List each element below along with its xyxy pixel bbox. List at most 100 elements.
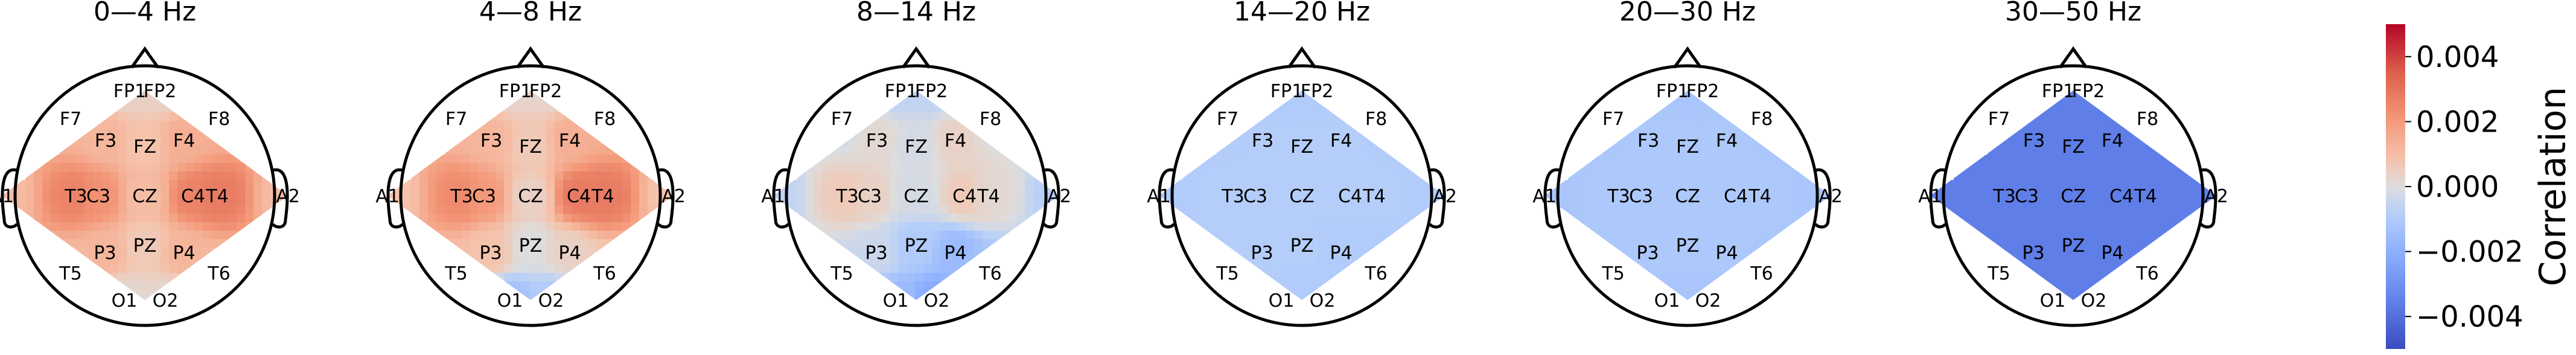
electrode-label: FP2 (1686, 81, 1719, 102)
electrode-label: CZ (1289, 186, 1315, 207)
electrode-label: F7 (1217, 109, 1239, 130)
electrode-label: T5 (1601, 263, 1624, 284)
electrode-label: PZ (1290, 235, 1314, 257)
panel-title: 20—30 Hz (1619, 0, 1756, 27)
electrode-label: T6 (593, 263, 616, 284)
electrode-label: T3 (450, 186, 473, 207)
electrode-label: FZ (2062, 136, 2085, 158)
electrode-label: P3 (94, 243, 116, 264)
electrode-label: T5 (59, 263, 81, 284)
electrode-label: O2 (153, 290, 179, 312)
electrode-label: FP2 (2072, 81, 2105, 102)
electrode-label: T4 (205, 186, 228, 207)
electrode-label: T5 (1987, 263, 2010, 284)
right-ear (1428, 168, 1446, 229)
head-outline (1556, 64, 1819, 327)
electrode-label: T5 (444, 263, 467, 284)
nose (1672, 46, 1703, 69)
electrode-label: CZ (132, 186, 158, 207)
nose (130, 46, 160, 69)
nose (515, 46, 546, 69)
electrode-label: T6 (978, 263, 1001, 284)
electrode-label: F4 (559, 130, 581, 152)
electrode-label: C4 (567, 186, 591, 207)
electrode-label: O1 (2040, 290, 2066, 312)
electrode-label: O1 (112, 290, 138, 312)
nose (901, 46, 931, 69)
electrode-label: F3 (1637, 130, 1659, 152)
electrode-label: P4 (173, 243, 195, 264)
electrode-label: F4 (2102, 130, 2123, 152)
electrode-label: FP1 (113, 81, 146, 102)
right-ear (271, 168, 289, 229)
electrode-label: C3 (2015, 186, 2039, 207)
panel-title: 8—14 Hz (856, 0, 976, 27)
electrode-label: F7 (831, 109, 853, 130)
electrode-label: T3 (64, 186, 87, 207)
electrode-label: A1 (1918, 186, 1942, 207)
electrode-label: FP2 (529, 81, 562, 102)
electrode-label: F3 (480, 130, 502, 152)
left-ear (1158, 168, 1176, 229)
left-ear (1, 168, 19, 229)
colorbar-tick-label: −0.002 (2416, 235, 2523, 269)
electrode-label: P4 (558, 243, 581, 264)
electrode-label: C3 (858, 186, 882, 207)
electrode-label: A1 (761, 186, 785, 207)
electrode-label: F8 (1751, 109, 1773, 130)
electrode-label: T4 (1362, 186, 1385, 207)
electrode-label: P4 (1715, 243, 1738, 264)
left-ear (1929, 168, 1947, 229)
head-outline (785, 64, 1048, 327)
electrode-label: FZ (1290, 136, 1313, 158)
right-ear (2199, 168, 2217, 229)
electrode-label: A2 (662, 186, 686, 207)
left-ear (1543, 168, 1561, 229)
electrode-label: T4 (591, 186, 614, 207)
electrode-label: C4 (1724, 186, 1748, 207)
electrode-label: PZ (905, 235, 928, 257)
electrode-label: O2 (2081, 290, 2107, 312)
panel-title: 0—4 Hz (94, 0, 196, 27)
electrode-label: A2 (1047, 186, 1071, 207)
electrode-label: T6 (207, 263, 230, 284)
electrode-label: CZ (1675, 186, 1700, 207)
electrode-label: F4 (1716, 130, 1738, 152)
electrode-label: O2 (538, 290, 564, 312)
electrode-label: P3 (865, 243, 887, 264)
electrode-label: C3 (1243, 186, 1267, 207)
electrode-label: O2 (1310, 290, 1336, 312)
electrode-label: O1 (1269, 290, 1295, 312)
electrode-label: T6 (2135, 263, 2158, 284)
electrode-label: A2 (276, 186, 300, 207)
electrode-label: PZ (1676, 235, 1700, 257)
electrode-label: F8 (980, 109, 1001, 130)
electrode-label: FP2 (1301, 81, 1333, 102)
electrode-label: P3 (2022, 243, 2044, 264)
electrode-label: FP2 (144, 81, 176, 102)
electrode-label: C4 (181, 186, 205, 207)
electrode-label: F7 (445, 109, 467, 130)
electrode-label: T3 (1992, 186, 2015, 207)
electrode-label: F8 (1365, 109, 1387, 130)
topomap-panel: FP1FP2F7F3FZF4F8A1T3C3CZC4T4A2T5P3PZP4T6… (0, 0, 300, 327)
electrode-label: PZ (2062, 235, 2085, 257)
electrode-label: F8 (594, 109, 616, 130)
electrode-label: T5 (830, 263, 853, 284)
electrode-label: O1 (883, 290, 909, 312)
right-ear (1814, 168, 1832, 229)
electrode-label: O2 (924, 290, 950, 312)
electrode-label: A1 (375, 186, 400, 207)
colorbar-tick-label: 0.002 (2416, 105, 2499, 139)
electrode-label: F8 (2137, 109, 2158, 130)
electrode-label: FP2 (915, 81, 948, 102)
electrode-label: FP1 (499, 81, 532, 102)
electrode-label: T4 (977, 186, 999, 207)
electrode-label: CZ (904, 186, 929, 207)
colorbar-tick-label: 0.000 (2416, 170, 2499, 204)
electrode-label: C4 (1338, 186, 1362, 207)
panel-title: 4—8 Hz (479, 0, 582, 27)
